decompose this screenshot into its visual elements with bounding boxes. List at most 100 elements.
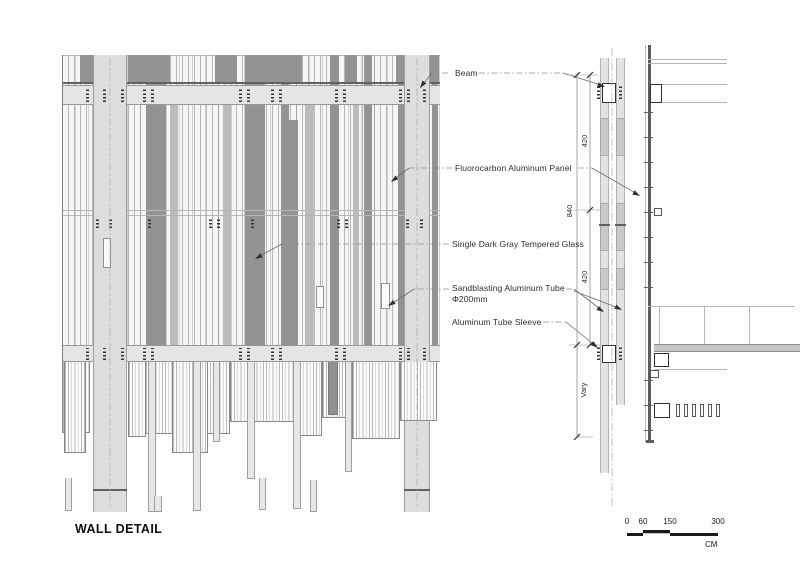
shape-hline-dark: [644, 237, 653, 238]
hatch-panel: [296, 362, 322, 436]
shape-bar-dark: [364, 55, 372, 345]
shape-hline-dark: [644, 405, 653, 406]
shape-dots: [597, 347, 600, 360]
shape-bar-dark: [398, 55, 405, 345]
shape-dots: [271, 348, 274, 360]
shape-dots: [335, 88, 338, 102]
shape-dots: [406, 219, 409, 228]
shape-dots: [619, 347, 622, 360]
dimension-vary: Vary: [579, 382, 588, 398]
scale-label-300: 300: [711, 517, 725, 526]
shape-dots: [337, 219, 340, 228]
hanging-tube: [247, 362, 255, 479]
shape-hline-dark: [644, 187, 653, 188]
shape-dots: [143, 88, 146, 102]
shape-dots: [217, 219, 220, 228]
shape-hline-dark: [644, 212, 653, 213]
shape-dots: [420, 219, 423, 228]
shape-dots: [121, 348, 124, 360]
shape-bar-outline: [316, 286, 324, 308]
shape-dots: [103, 88, 106, 102]
shape-dots: [279, 348, 282, 360]
shape-dots: [271, 88, 274, 102]
hanging-tube: [213, 362, 220, 442]
hanging-tube: [193, 362, 201, 511]
hanging-tube: [154, 496, 162, 512]
label-tube-diameter: Φ200mm: [452, 294, 488, 304]
louver-slat: [716, 404, 720, 417]
shape-bar-darker: [646, 440, 654, 443]
shape-hline-dark: [62, 82, 440, 84]
shape-dots: [151, 348, 154, 360]
shape-dots: [619, 86, 622, 99]
hanging-tube: [65, 478, 72, 511]
line-thin: [565, 321, 598, 348]
shape-dots: [96, 219, 99, 228]
shape-hline-light: [654, 369, 727, 370]
shape-hline-dark: [615, 224, 626, 226]
line-tick: [586, 71, 594, 79]
line-thin: [573, 288, 604, 312]
line-thin: [573, 290, 622, 310]
shape-hline-light: [662, 84, 727, 85]
shape-dots: [109, 219, 112, 228]
shape-hline-dark: [93, 489, 127, 491]
shape-hline-dark: [644, 380, 653, 381]
shape-hline-dark: [644, 162, 653, 163]
shape-hline-dark: [644, 262, 653, 263]
shape-bar-outline: [381, 283, 390, 309]
shape-dots: [407, 88, 410, 102]
shape-hline-dark: [599, 224, 610, 226]
shape-bar-dark: [432, 55, 438, 345]
tube-sleeve: [600, 268, 609, 290]
shape-bar-dark: [146, 55, 166, 345]
shape-vline-light: [749, 306, 750, 344]
shape-dots: [151, 88, 154, 102]
shape-dots: [343, 348, 346, 360]
shape-dots: [345, 219, 348, 228]
louver-slat: [676, 404, 680, 417]
hanging-tube: [293, 362, 301, 509]
shape-dots: [86, 348, 89, 360]
scale-label-0: 0: [624, 517, 630, 526]
shape-dots: [335, 348, 338, 360]
hatch-panel: [64, 362, 86, 453]
tube-sleeve: [600, 118, 609, 156]
shape-hline-light: [648, 59, 727, 60]
shape-dots: [121, 88, 124, 102]
hatch-panel: [172, 362, 208, 453]
floor-slab: [654, 344, 800, 352]
tube-sleeve: [600, 203, 609, 251]
shape-bar-dark: [281, 55, 289, 345]
shape-vline-light: [659, 306, 660, 344]
line-thin: [562, 72, 605, 87]
dimension-upper-420: 420: [580, 134, 589, 148]
hanging-tube: [310, 480, 317, 512]
louver-slat: [684, 404, 688, 417]
leader-arrowhead: [632, 190, 640, 196]
louver-slat: [700, 404, 704, 417]
shape-hline-dark: [404, 489, 430, 491]
scale-label-60: 60: [638, 517, 648, 526]
hatch-panel: [128, 362, 146, 437]
hanging-tube: [148, 362, 156, 512]
shape-dots: [399, 88, 402, 102]
hanging-tube: [345, 362, 352, 472]
line-tick: [573, 433, 581, 441]
shape-bar-dark: [245, 55, 265, 345]
shape-vline-light: [704, 306, 705, 344]
mullion-left: [93, 55, 127, 512]
dimension-overall-840: 840: [565, 204, 574, 218]
shape-hline-light: [662, 102, 727, 103]
shape-dots: [399, 348, 402, 360]
shape-hline-dark: [644, 287, 653, 288]
scale-bar-segment: [670, 533, 718, 536]
line-tick: [573, 341, 581, 349]
shape-dots: [247, 88, 250, 102]
scale-bar-segment: [643, 530, 670, 533]
label-tube-sleeve: Aluminum Tube Sleeve: [452, 317, 542, 327]
line-tick: [573, 71, 581, 79]
shape-vline-dark: [62, 55, 63, 362]
shape-bar-dark: [345, 55, 357, 83]
